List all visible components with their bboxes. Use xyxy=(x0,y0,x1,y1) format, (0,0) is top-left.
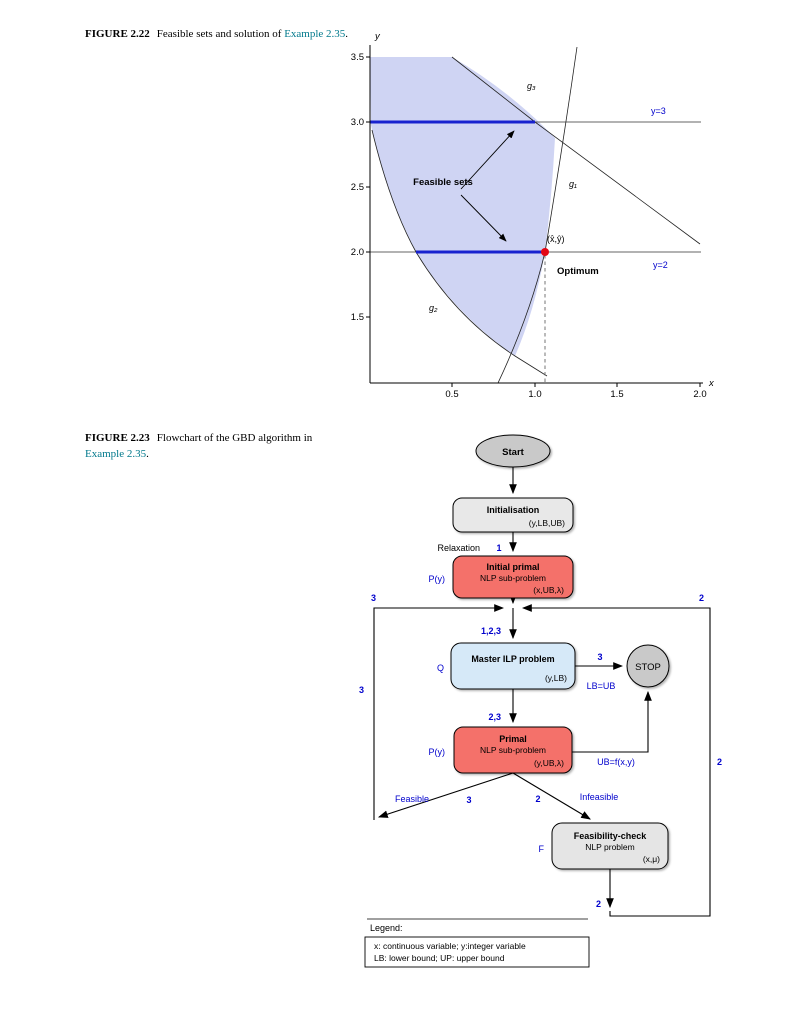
primal-title: Primal xyxy=(499,734,527,744)
feasibility-check-title: Feasibility-check xyxy=(574,831,648,841)
y-tick-3-0: 3.0 xyxy=(351,117,364,128)
g3-curve-label: g₃ xyxy=(527,81,536,91)
edge-loop-right xyxy=(521,604,711,917)
edge-primal-stop-ub xyxy=(572,690,652,753)
edge-number-1: 1 xyxy=(496,543,501,553)
figure-2-22-period: . xyxy=(345,28,349,40)
legend-title: Legend: xyxy=(370,923,403,933)
master-ilp-vars: (y,LB) xyxy=(545,673,567,683)
edge-loop-left xyxy=(373,604,505,820)
axis-ticks xyxy=(366,56,701,387)
ub-update-label: UB=f(x,y) xyxy=(597,757,635,767)
flow-edges xyxy=(373,467,711,917)
master-stop-number: 3 xyxy=(597,652,602,662)
x-tick-2-0: 2.0 xyxy=(693,389,706,400)
initial-primal-side-label: P(y) xyxy=(429,574,446,584)
junction-right-number: 2 xyxy=(699,593,704,603)
y-tick-1-5: 1.5 xyxy=(351,312,364,323)
x-tick-0-5: 0.5 xyxy=(445,389,458,400)
start-node-label: Start xyxy=(502,447,524,458)
initial-primal-node xyxy=(452,555,574,599)
optimum-point-label: (x̂,ŷ) xyxy=(547,234,565,244)
loop-right-number: 2 xyxy=(717,757,722,767)
y-axis-title: y xyxy=(374,31,381,42)
relaxation-label: Relaxation xyxy=(437,543,480,553)
initialisation-title: Initialisation xyxy=(487,505,540,515)
legend-line-2: LB: lower bound; UP: upper bound xyxy=(374,953,505,963)
feasibility-check-vars: (x,μ) xyxy=(643,854,660,864)
figure-2-22-text: Feasible sets and solution of xyxy=(156,28,285,40)
initial-primal-title: Initial primal xyxy=(486,562,539,572)
initialisation-node xyxy=(452,497,574,533)
junction-left-number: 3 xyxy=(371,593,376,603)
figure-2-23-label: FIGURE 2.23 xyxy=(85,432,150,444)
x-axis-title: x xyxy=(708,378,715,389)
y-tick-2-5: 2.5 xyxy=(351,182,364,193)
primal-node xyxy=(453,726,573,774)
feasible-number: 3 xyxy=(466,795,471,805)
feasibility-check-side-label: F xyxy=(539,844,545,854)
infeasible-number: 2 xyxy=(535,794,540,804)
stop-node xyxy=(626,644,670,688)
legend-box xyxy=(364,936,590,968)
initial-primal-vars: (x,UB,λ) xyxy=(533,585,564,595)
master-ilp-title: Master ILP problem xyxy=(471,654,554,664)
initialisation-vars: (y,LB,UB) xyxy=(529,518,565,528)
figure-2-23-period: . xyxy=(146,447,149,460)
loop-left-number: 3 xyxy=(359,685,364,695)
figure-2-22-example-link[interactable]: Example 2.35 xyxy=(284,28,346,40)
figure-2-22-caption: FIGURE 2.22 Feasible sets and solution of… xyxy=(85,27,565,43)
y2-line-label: y=2 xyxy=(653,260,668,270)
initial-primal-sub: NLP sub-problem xyxy=(480,573,546,583)
edge-primal-feasible xyxy=(377,772,514,818)
feasible-sets-arrow-lower xyxy=(460,194,507,242)
stop-condition-label: LB=UB xyxy=(587,681,616,691)
start-node xyxy=(475,434,551,468)
y3-line-label: y=3 xyxy=(651,106,666,116)
feasible-sets-label: Feasible sets xyxy=(413,177,473,188)
optimum-point xyxy=(541,248,549,256)
figure-2-22-label: FIGURE 2.22 xyxy=(85,28,150,40)
feasible-sets-plot: y x 3.5 3.0 2.5 2.0 1.5 0.5 1.0 1.5 2.0 … xyxy=(351,31,715,400)
legend-line-1: x: continuous variable; y:integer variab… xyxy=(374,941,526,951)
to-primal-numbers: 2,3 xyxy=(488,712,501,722)
figure-2-23-caption: FIGURE 2.23 Flowchart of the GBD algorith… xyxy=(85,431,353,463)
figure-2-23-text: Flowchart of the GBD algorithm in xyxy=(156,432,313,444)
optimum-label: Optimum xyxy=(557,266,599,277)
primal-sub: NLP sub-problem xyxy=(480,745,546,755)
master-side-label: Q xyxy=(437,663,444,673)
gbd-flowchart: Start Initialisation (y,LB,UB) Relaxatio… xyxy=(359,434,722,968)
primal-side-label: P(y) xyxy=(429,747,446,757)
infeasible-label: Infeasible xyxy=(580,792,619,802)
feasible-label: Feasible xyxy=(395,794,429,804)
constraint-curve-g1 xyxy=(497,46,578,384)
g2-curve-label: g₂ xyxy=(429,303,438,313)
stop-node-label: STOP xyxy=(635,662,661,673)
figure-2-23-example-link[interactable]: Example 2.35 xyxy=(85,447,147,460)
edge-primal-infeasible xyxy=(512,772,591,820)
feascheck-down-number: 2 xyxy=(596,899,601,909)
g1-curve-label: g₁ xyxy=(569,179,577,189)
y-tick-2-0: 2.0 xyxy=(351,247,364,258)
feasibility-check-sub: NLP problem xyxy=(585,842,634,852)
y-tick-3-5: 3.5 xyxy=(351,52,364,63)
to-master-numbers: 1,2,3 xyxy=(481,626,501,636)
constraint-curve-g2 xyxy=(371,129,548,377)
x-tick-1-5: 1.5 xyxy=(610,389,623,400)
feasible-sets-arrow-upper xyxy=(460,130,515,190)
feasibility-check-node xyxy=(551,822,669,870)
x-tick-1-0: 1.0 xyxy=(528,389,541,400)
master-ilp-node xyxy=(450,642,576,690)
primal-vars: (y,UB,λ) xyxy=(534,758,564,768)
